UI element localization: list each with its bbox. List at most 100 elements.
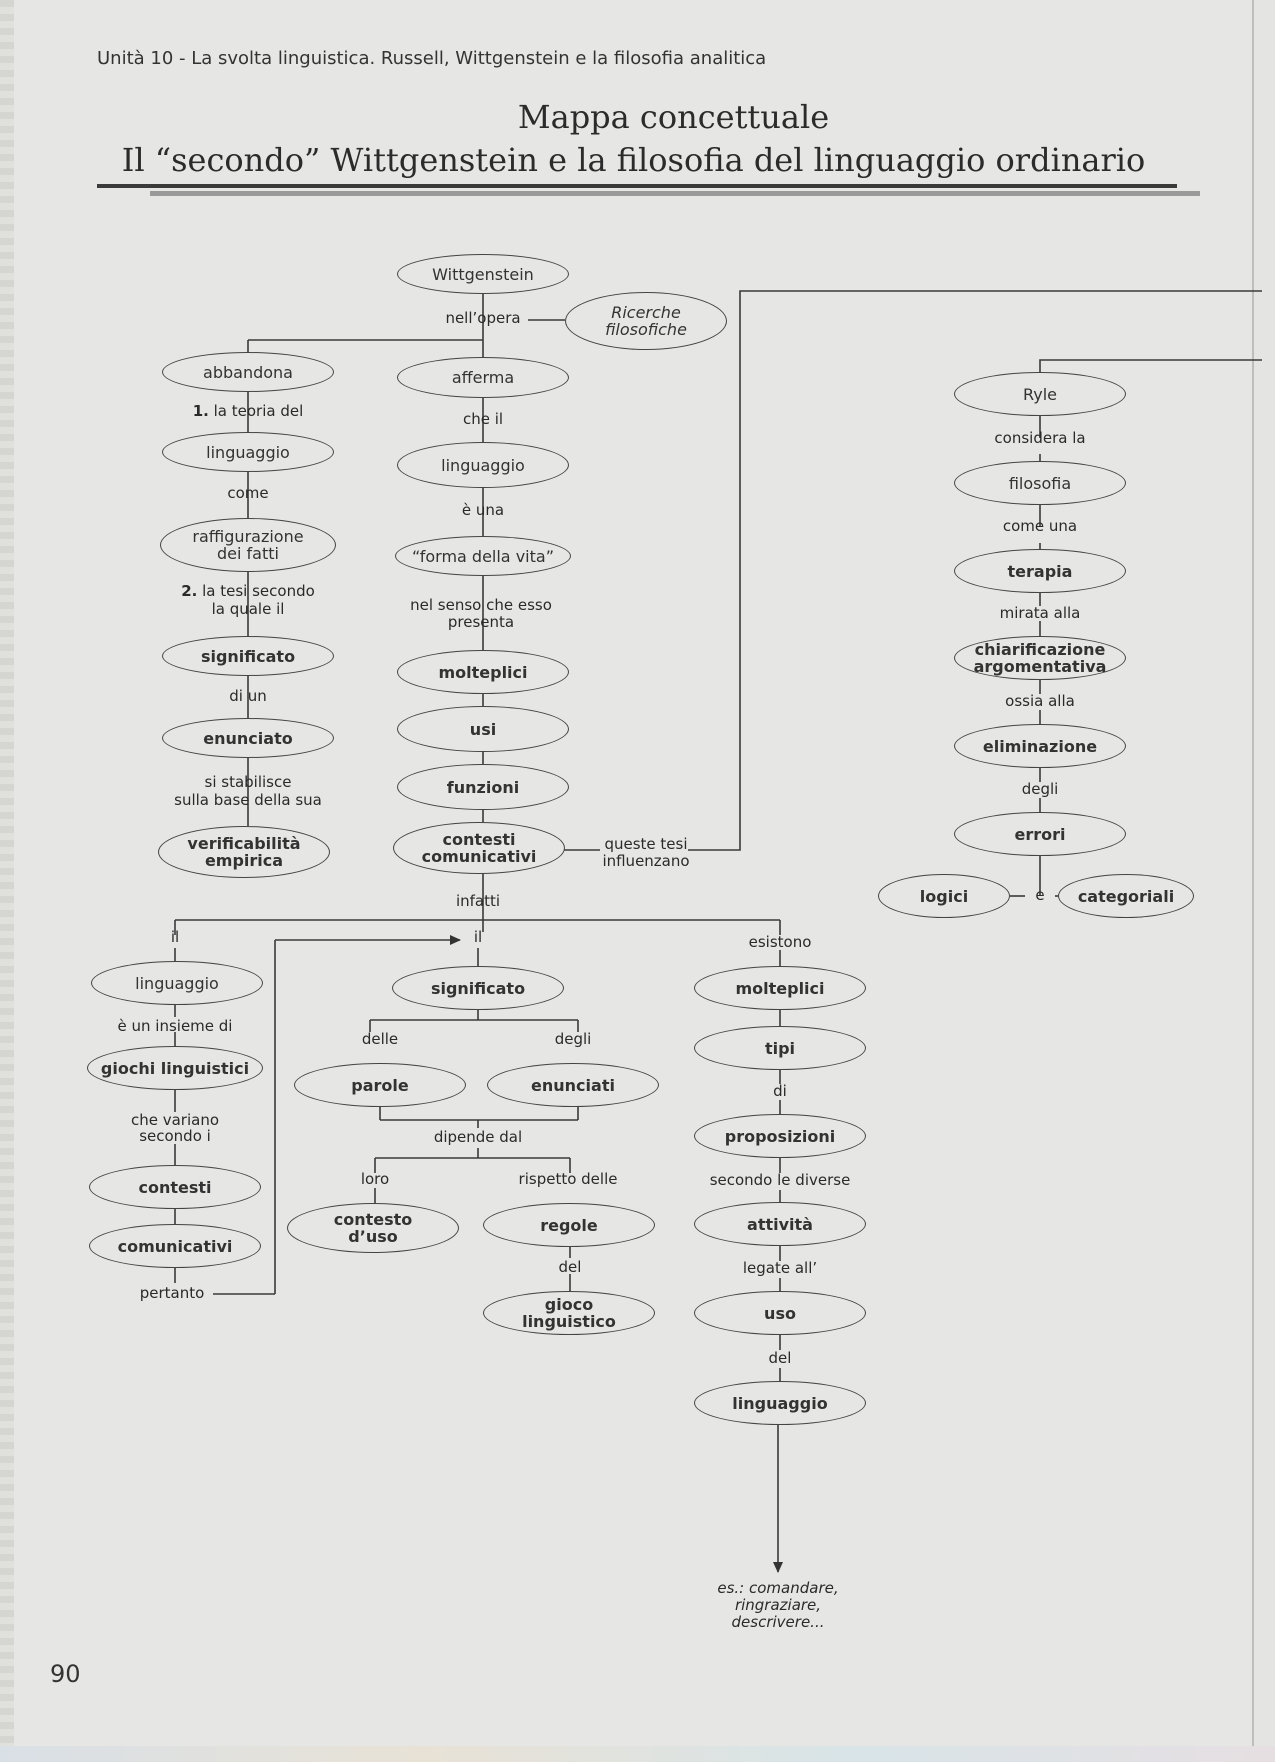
label-sulla-base: sulla base della sua bbox=[174, 791, 322, 809]
label-pertanto: pertanto bbox=[139, 1284, 205, 1302]
node-verificabilita-line2: empirica bbox=[204, 851, 284, 870]
label-esempi-2: ringraziare, bbox=[734, 1596, 822, 1614]
node-funzioni: funzioni bbox=[397, 764, 569, 810]
node-ryle-label: Ryle bbox=[1023, 384, 1057, 404]
node-comunicativi-bottom-label: comunicativi bbox=[117, 1236, 233, 1256]
node-uso-label: uso bbox=[764, 1303, 796, 1323]
node-ryle: Ryle bbox=[954, 372, 1126, 416]
label-secondo-i: secondo i bbox=[139, 1127, 211, 1145]
label-teoria-num: 1. bbox=[192, 402, 209, 420]
node-contesto-uso-line1: contesto bbox=[333, 1210, 413, 1229]
node-enunciato: enunciato bbox=[162, 718, 334, 758]
label-tesi-secondo: 2. la tesi secondo bbox=[181, 583, 315, 600]
label-teoria-text: la teoria del bbox=[213, 402, 304, 420]
label-ossia-alla: ossia alla bbox=[1005, 692, 1075, 710]
label-esistono: esistono bbox=[748, 933, 812, 951]
label-degli-ryle: degli bbox=[1021, 780, 1059, 798]
node-wittgenstein: Wittgenstein bbox=[397, 254, 569, 294]
node-logici-label: logici bbox=[919, 886, 969, 906]
label-nel-senso: nel senso che esso bbox=[410, 596, 552, 614]
label-si-stabilisce: si stabilisce bbox=[204, 773, 292, 791]
label-legate-all: legate all’ bbox=[742, 1259, 818, 1277]
node-filosofia: filosofia bbox=[954, 461, 1126, 505]
node-usi-label: usi bbox=[469, 719, 497, 739]
label-come-una: come una bbox=[1002, 517, 1078, 535]
node-ricerche-line1: Ricerche bbox=[611, 303, 681, 322]
node-linguaggio-center: linguaggio bbox=[397, 442, 569, 488]
label-influenzano: influenzano bbox=[602, 852, 690, 870]
node-molteplici-center-label: molteplici bbox=[438, 662, 528, 682]
node-errori: errori bbox=[954, 812, 1126, 856]
node-linguaggio-right-label: linguaggio bbox=[732, 1393, 828, 1413]
node-contesti-bottom: contesti bbox=[89, 1165, 261, 1209]
node-molteplici-right-label: molteplici bbox=[735, 978, 825, 998]
label-teoria-del: 1. la teoria del bbox=[193, 403, 304, 420]
label-dipende-dal: dipende dal bbox=[433, 1128, 523, 1146]
node-contesti-com-line1: contesti bbox=[442, 830, 516, 849]
label-il-mid: il bbox=[473, 928, 483, 946]
page-number: 90 bbox=[50, 1660, 81, 1688]
label-nell-opera: nell’opera bbox=[445, 309, 521, 327]
node-proposizioni-label: proposizioni bbox=[724, 1126, 836, 1146]
node-abbandona-label: abbandona bbox=[203, 362, 293, 382]
title-rule bbox=[97, 184, 1177, 188]
node-tipi: tipi bbox=[694, 1026, 866, 1070]
title-rule-shadow bbox=[150, 191, 1200, 196]
node-forma-vita-label: “forma della vita” bbox=[412, 546, 554, 566]
node-logici: logici bbox=[878, 874, 1010, 918]
node-enunciati-label: enunciati bbox=[531, 1075, 615, 1095]
node-comunicativi-bottom: comunicativi bbox=[89, 1224, 261, 1268]
node-eliminazione-label: eliminazione bbox=[982, 736, 1098, 756]
label-esempi-3: descrivere... bbox=[731, 1613, 825, 1631]
node-significato-bottom: significato bbox=[392, 966, 564, 1010]
node-parole: parole bbox=[294, 1063, 466, 1107]
node-raffigurazione-line2: dei fatti bbox=[217, 544, 279, 563]
node-raffigurazione-line1: raffigurazione bbox=[192, 527, 304, 546]
label-che-variano: che variano bbox=[130, 1111, 220, 1129]
node-linguaggio-left-label: linguaggio bbox=[206, 442, 290, 462]
label-di: di bbox=[773, 1082, 787, 1100]
node-funzioni-label: funzioni bbox=[446, 777, 520, 797]
node-giochi-label: giochi linguistici bbox=[100, 1058, 250, 1078]
node-linguaggio-bottom: linguaggio bbox=[91, 961, 263, 1005]
node-enunciato-label: enunciato bbox=[203, 728, 293, 748]
node-significato-left-label: significato bbox=[200, 646, 296, 666]
node-categoriali: categoriali bbox=[1058, 874, 1194, 918]
node-gioco-line1: gioco bbox=[544, 1295, 594, 1314]
node-terapia-label: terapia bbox=[1007, 561, 1073, 581]
node-linguaggio-left: linguaggio bbox=[162, 432, 334, 472]
node-linguaggio-right: linguaggio bbox=[694, 1381, 866, 1425]
node-contesti-bottom-label: contesti bbox=[138, 1177, 212, 1197]
label-e-una: è una bbox=[461, 501, 505, 519]
label-e-ryle: e bbox=[1035, 886, 1045, 904]
node-significato-bottom-label: significato bbox=[430, 978, 526, 998]
label-mirata-alla: mirata alla bbox=[999, 604, 1081, 622]
node-contesti-com-line2: comunicativi bbox=[421, 847, 537, 866]
scan-edge-left bbox=[0, 0, 14, 1762]
label-queste-tesi: queste tesi bbox=[604, 835, 688, 853]
label-e-un-insieme: è un insieme di bbox=[117, 1017, 233, 1035]
node-attivita-label: attività bbox=[747, 1214, 813, 1234]
label-come: come bbox=[227, 484, 269, 502]
label-tesi-text: la tesi secondo bbox=[202, 582, 315, 600]
node-enunciati: enunciati bbox=[487, 1063, 659, 1107]
node-molteplici-right: molteplici bbox=[694, 966, 866, 1010]
node-regole-label: regole bbox=[540, 1215, 598, 1235]
unit-header: Unità 10 - La svolta linguistica. Russel… bbox=[97, 48, 767, 69]
label-del-mid: del bbox=[558, 1258, 582, 1276]
label-infatti: infatti bbox=[455, 892, 501, 910]
node-wittgenstein-label: Wittgenstein bbox=[432, 264, 534, 284]
node-chiarificazione-line1: chiarificazione bbox=[974, 640, 1106, 659]
page-title: Mappa concettuale bbox=[517, 98, 830, 136]
node-giochi-linguistici: giochi linguistici bbox=[87, 1046, 263, 1090]
node-contesto-uso-line2: d’uso bbox=[348, 1227, 398, 1246]
node-eliminazione: eliminazione bbox=[954, 724, 1126, 768]
node-filosofia-label: filosofia bbox=[1008, 473, 1072, 493]
label-loro: loro bbox=[360, 1170, 390, 1188]
